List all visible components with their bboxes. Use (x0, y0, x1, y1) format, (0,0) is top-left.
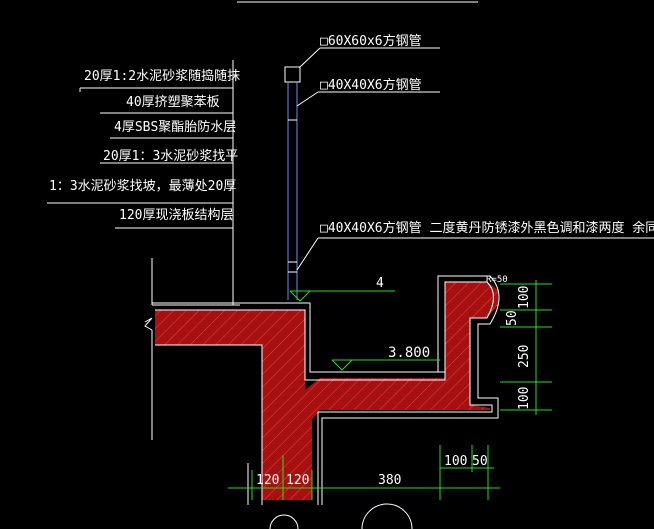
elevation-mark: 3.800 (320, 345, 445, 373)
pipe-annotations: □60X60x6方钢管 □40X40X6方钢管 □40X40X6方钢管 二度黄丹… (296, 33, 654, 271)
bottom-dim-120-left: 120 (256, 473, 279, 488)
bottom-dim-120-right: 120 (286, 473, 309, 488)
concrete-section (152, 275, 500, 505)
pipe-label-top: □60X60x6方钢管 (320, 33, 422, 49)
layer-label-5: 1：3水泥砂浆找坡，最薄处20厚 (49, 179, 236, 194)
layer-label-1: 20厚1:2水泥砂浆随捣随抹 (84, 68, 240, 84)
layer-label-4: 20厚1：3水泥砂浆找平 (103, 149, 238, 164)
right-dim-100-bottom: 100 (517, 387, 532, 410)
elevation-value: 3.800 (388, 345, 430, 361)
slope-number: 4 (376, 276, 384, 291)
layer-labels-block: 20厚1:2水泥砂浆随捣随抹 40厚挤塑聚苯板 4厚SBS聚酯胎防水层 20厚1… (47, 60, 240, 305)
layer-label-6: 120厚现浇板结构层 (119, 208, 233, 223)
bottom-dimension-chain: 120 120 380 100 50 (228, 445, 500, 500)
bottom-circle-left (269, 514, 299, 529)
right-dim-250: 250 (517, 345, 532, 368)
layer-label-3: 4厚SBS聚酯胎防水层 (114, 119, 236, 135)
bottom-dim-50: 50 (472, 454, 488, 469)
slope-mark: 4 (289, 276, 395, 302)
right-dim-50: 50 (505, 310, 520, 326)
wall-outlines (144, 258, 240, 440)
bottom-circle-right (361, 503, 413, 529)
steel-railing (284, 66, 301, 300)
top-pipe-square (284, 66, 301, 83)
bottom-dim-100: 100 (444, 454, 467, 469)
bottom-dim-380: 380 (378, 473, 401, 488)
pipe-label-middle: □40X40X6方钢管 (320, 77, 422, 93)
right-dimension-chain: 100 50 250 100 (500, 280, 552, 415)
pipe-label-lower: □40X40X6方钢管 二度黄丹防锈漆外黑色调和漆两度 余同 (320, 220, 654, 236)
right-dim-100-top: 100 (517, 286, 532, 309)
layer-label-2: 40厚挤塑聚苯板 (126, 95, 220, 110)
radius-label: R=50 (486, 275, 508, 285)
